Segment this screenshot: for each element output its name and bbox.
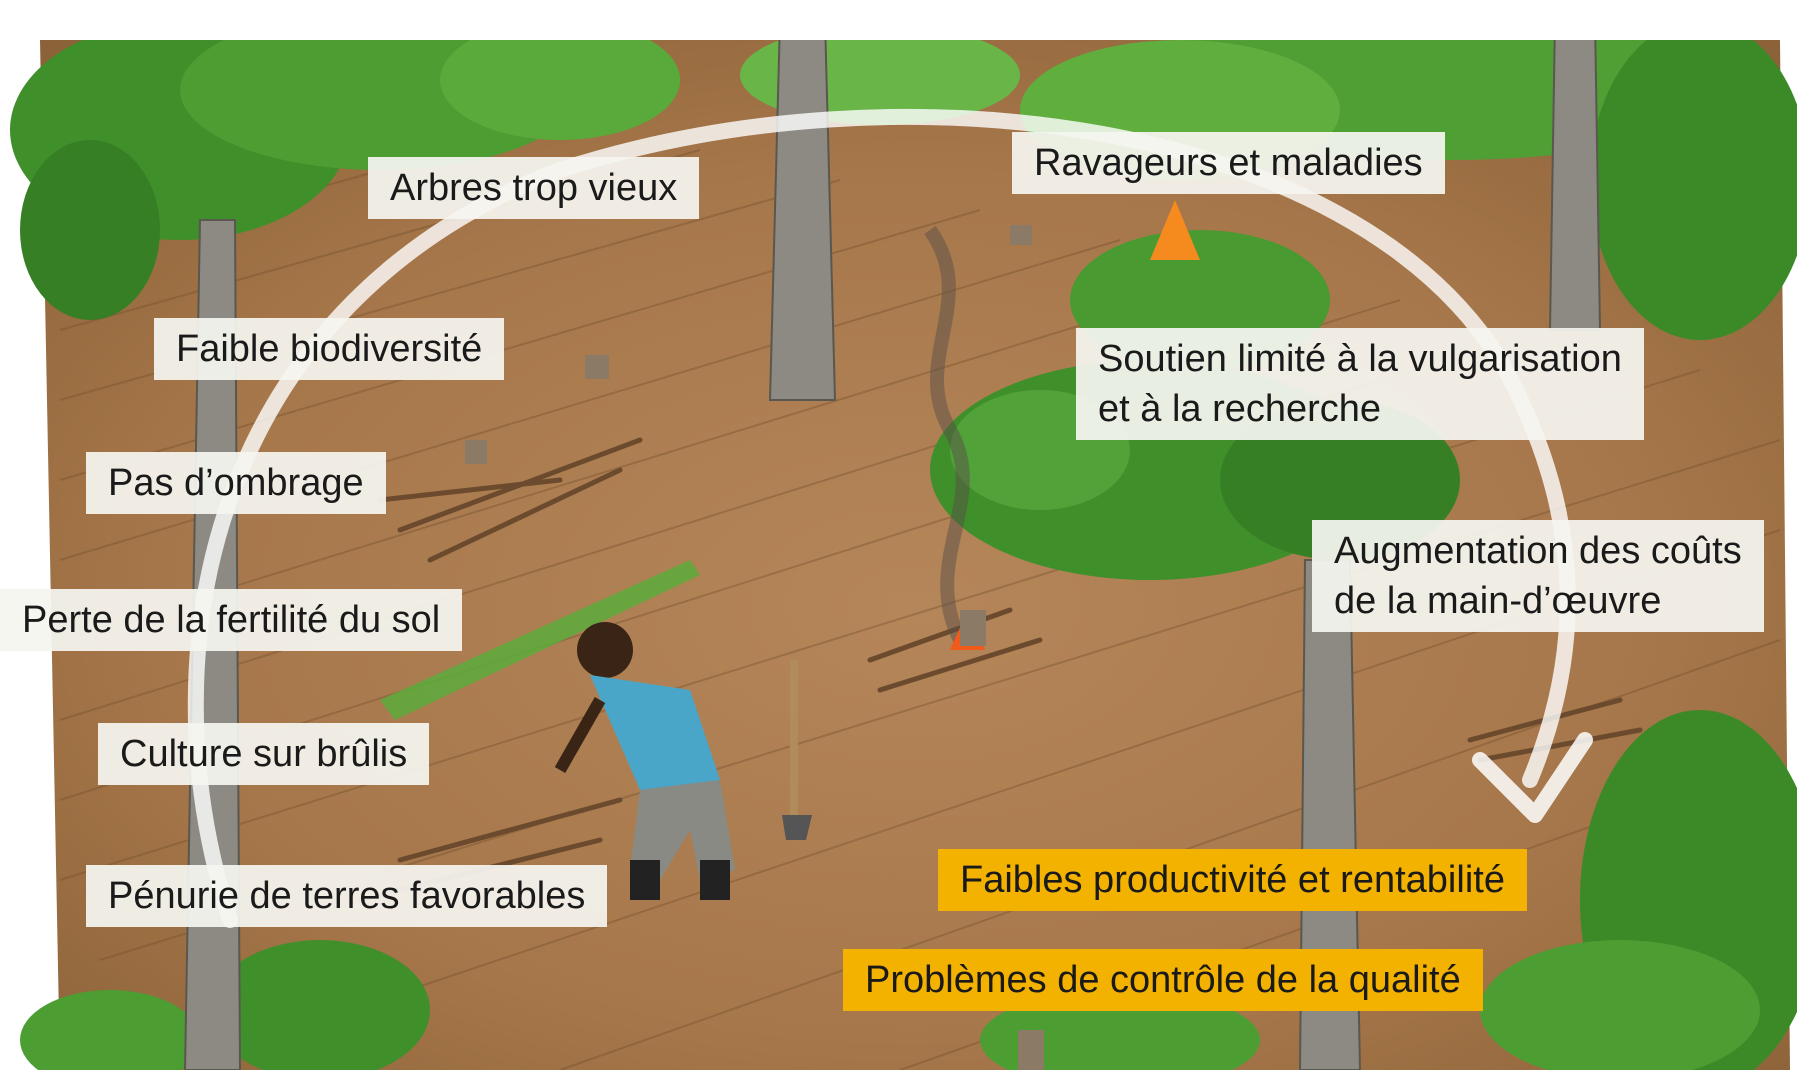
label-soutien-line-1: Soutien limité à la vulgarisation — [1098, 338, 1622, 380]
label-ravageurs-et-maladies: Ravageurs et maladies — [1012, 132, 1445, 194]
foliage-bottom-left — [20, 940, 430, 1090]
cycle-arrowhead-icon — [1472, 732, 1593, 823]
farmer-figure — [554, 622, 735, 900]
grass-strip — [380, 560, 700, 720]
label-soutien-line-2: et à la recherche — [1098, 388, 1382, 430]
label-couts-line-1: Augmentation des coûts — [1334, 530, 1742, 572]
foliage-bottom-right — [980, 710, 1797, 1090]
label-culture-sur-brulis: Culture sur brûlis — [98, 723, 430, 785]
forest-top-left — [10, 10, 680, 320]
fire-top — [1150, 200, 1200, 260]
label-penurie-terres: Pénurie de terres favorables — [86, 865, 608, 927]
cycle-arrow-icon — [187, 108, 1576, 928]
hoe — [782, 660, 812, 840]
label-soutien-limite: Soutien limité à la vulgarisation et à l… — [1076, 328, 1644, 440]
label-augmentation-couts: Augmentation des coûts de la main-d’œuvr… — [1312, 520, 1764, 632]
smoke-plume — [924, 225, 970, 644]
label-perte-fertilite: Perte de la fertilité du sol — [0, 589, 463, 651]
label-faibles-productivite: Faibles productivité et rentabilité — [938, 849, 1527, 911]
label-faible-biodiversite: Faible biodiversité — [154, 318, 505, 380]
label-couts-line-2: de la main-d’œuvre — [1334, 580, 1662, 622]
label-arbres-trop-vieux: Arbres trop vieux — [368, 157, 700, 219]
label-pas-dombrage: Pas d’ombrage — [86, 452, 386, 514]
label-problemes-qualite: Problèmes de contrôle de la qualité — [843, 949, 1483, 1011]
tree-stumps — [465, 225, 1044, 1070]
